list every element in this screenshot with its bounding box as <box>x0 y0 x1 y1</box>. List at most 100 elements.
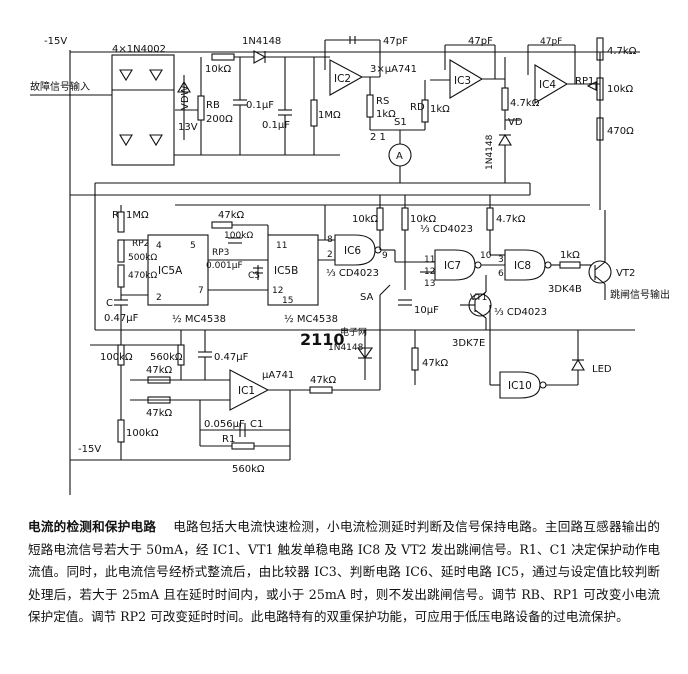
label-pin5: 5 <box>190 241 196 251</box>
label-pin10: 10 <box>480 251 492 261</box>
label-rs: RS <box>376 96 389 107</box>
label-pin15: 15 <box>282 296 293 306</box>
label-rs-val: 1kΩ <box>376 109 396 120</box>
label-rb-val: 200Ω <box>206 114 233 125</box>
label-rp1-val: 10kΩ <box>607 84 634 95</box>
label-c047-b: 0.47μF <box>214 352 249 363</box>
label-r560k-b: 560kΩ <box>232 464 265 475</box>
label-3dk7e: 3DK7E <box>452 338 485 349</box>
label-r47k-out: 47kΩ <box>310 375 337 386</box>
label-1n4148-mid: 1N4148 <box>328 343 364 353</box>
label-r100k-rp3: 100kΩ <box>224 231 253 241</box>
label-rb: RB <box>206 100 220 111</box>
label-pin12: 12 <box>272 286 283 296</box>
label-rp1: RP1 <box>575 76 594 87</box>
label-vt2: VT2 <box>616 268 635 279</box>
label-s1-pins: 2 1 <box>370 132 386 143</box>
watermark: 2110 <box>300 330 345 349</box>
label-ic4: IC4 <box>539 79 556 91</box>
label-r1k: 1kΩ <box>560 250 580 261</box>
label-c0056: 0.056μF <box>204 419 245 430</box>
label-pin6: 6 <box>498 269 504 279</box>
label-3dk4b: 3DK4B <box>548 284 582 295</box>
label-pin4: 4 <box>156 241 162 251</box>
label-mc4538-b: ½ MC4538 <box>284 313 338 325</box>
label-rd-val: 1kΩ <box>430 104 450 115</box>
label-r100k-l: 100kΩ <box>100 352 133 363</box>
caption: 电流的检测和保护电路 电路包括大电流快速检测，小电流检测延时判断及信号保持电路。… <box>28 516 660 629</box>
label-vd: VD <box>508 117 523 128</box>
label-r560k: 560kΩ <box>150 352 183 363</box>
label-ic10: IC10 <box>508 380 532 392</box>
label-r470: 470Ω <box>607 126 634 137</box>
meter-icon: A <box>396 151 403 162</box>
label-pin7: 7 <box>198 286 204 296</box>
label-47pf-3: 47pF <box>540 37 562 47</box>
label-ic7: IC7 <box>444 260 461 272</box>
label-ic6: IC6 <box>344 245 361 257</box>
label-r47k-l2: 47kΩ <box>146 408 173 419</box>
label-ic1: IC1 <box>238 385 255 397</box>
label-r100k-bot: 100kΩ <box>126 428 159 439</box>
label-vdw: VDW <box>180 85 191 110</box>
label-trip-out: 跳闸信号输出 <box>610 288 670 301</box>
label-pin2: 2 <box>156 293 162 303</box>
label-pin12b: 12 <box>424 267 435 277</box>
label-mc4538-a: ½ MC4538 <box>172 313 226 325</box>
label-bridge: 4×1N4002 <box>112 44 166 55</box>
label-c10u: 10μF <box>414 305 439 316</box>
label-r1m: 1MΩ <box>318 110 341 121</box>
label-1n4148-v: 1N4148 <box>485 134 495 170</box>
label-ic6-pin2: 2 <box>327 250 333 260</box>
label-r1: R1 <box>222 434 235 445</box>
label-vt1: VT1 <box>470 293 487 303</box>
label-c3: C3 <box>248 271 260 281</box>
label-rp3: RP3 <box>212 248 229 258</box>
label-47pf-1: 47pF <box>383 36 408 47</box>
label-r470k: 470kΩ <box>128 271 157 281</box>
label-r47k-ic8: 4.7kΩ <box>496 214 526 225</box>
label-pin13: 13 <box>424 279 435 289</box>
label-rp2-val: 500kΩ <box>128 253 157 263</box>
label-cd4023-b: ⅓ CD4023 <box>420 224 473 235</box>
label-c1: C1 <box>250 419 263 430</box>
label-r47k-a: 4.7kΩ <box>510 98 540 109</box>
label-pin11b: 11 <box>424 255 435 265</box>
label-r10k-top: 10kΩ <box>205 64 232 75</box>
label-cd4023-a: ⅓ CD4023 <box>326 268 379 279</box>
label-ic5a: IC5A <box>158 265 183 277</box>
label-c01a: 0.1μF <box>246 100 274 111</box>
label-r10k-a: 10kΩ <box>352 214 379 225</box>
label-cd4023-c: ⅓ CD4023 <box>494 307 547 318</box>
label-ua741x3: 3×μA741 <box>370 64 417 75</box>
label-1n4148-top: 1N4148 <box>242 36 281 47</box>
label-s1: S1 <box>394 117 407 128</box>
label-pin11: 11 <box>276 241 287 251</box>
label-13v: 13V <box>178 122 198 133</box>
label-minus15-top: -15V <box>44 36 67 47</box>
label-ua741-ic1: μA741 <box>262 370 294 381</box>
label-c: C <box>106 298 113 309</box>
watermark-cn: 电子网 <box>340 326 367 338</box>
label-ic8: IC8 <box>514 260 531 272</box>
label-c047: 0.47μF <box>104 313 139 324</box>
label-pin3: 3 <box>498 255 504 265</box>
label-r47k-ic5: 47kΩ <box>218 210 245 221</box>
caption-body: 电路包括大电流快速检测，小电流检测延时判断及信号保持电路。主回路互感器输出的短路… <box>28 519 661 624</box>
label-rp2: RP2 <box>132 239 149 249</box>
circuit-schematic: 2110 电子网 -15V -15V 故障信号输入 4×1N4002 VDW 1… <box>30 36 670 495</box>
label-c001: 0.001μF <box>206 261 243 271</box>
label-sa: SA <box>360 292 374 303</box>
label-47pf-2: 47pF <box>468 36 493 47</box>
label-ic2: IC2 <box>334 73 351 85</box>
label-rd: RD <box>410 102 425 113</box>
caption-title: 电流的检测和保护电路 <box>28 519 157 534</box>
label-input: 故障信号输入 <box>30 80 90 93</box>
label-r47k-l1: 47kΩ <box>146 365 173 376</box>
label-ic6-pin8: 8 <box>327 235 333 245</box>
label-c01b: 0.1μF <box>262 120 290 131</box>
label-ic5b: IC5B <box>274 265 298 277</box>
label-r10k-b: 10kΩ <box>410 214 437 225</box>
label-r: R <box>112 210 119 221</box>
label-r47k-b: 4.7kΩ <box>607 46 637 57</box>
